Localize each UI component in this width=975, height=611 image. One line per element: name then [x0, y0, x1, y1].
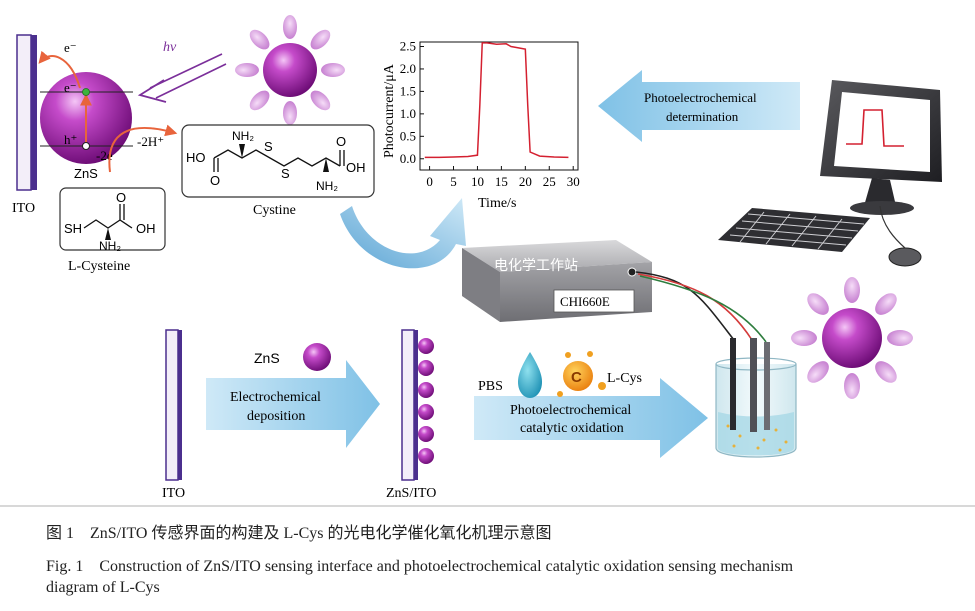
cysteine-o: O — [116, 190, 126, 205]
catalytic-line2: catalytic oxidation — [520, 421, 624, 436]
catalytic-oxidation-arrow — [474, 378, 708, 458]
zns-particle-label: ZnS — [74, 166, 98, 181]
cystine-nh2-top: NH₂ — [232, 129, 254, 143]
workstation-cn-label: 电化学工作站 — [494, 258, 578, 274]
oxidation-arrow — [108, 124, 178, 173]
workstation-model-label: CHI660E — [560, 294, 610, 309]
computer-icon — [718, 80, 942, 267]
lcys-label: L-Cys — [607, 371, 642, 386]
chart-ylabel: Photocurrent/μA — [382, 63, 397, 158]
y-tick-label: 2.0 — [400, 61, 416, 76]
cysteine-nh2: NH₂ — [99, 239, 121, 253]
cystine-o-left: O — [210, 173, 220, 188]
photocurrent-series-line — [424, 42, 569, 159]
x-tick-label: 0 — [426, 174, 433, 189]
zns-ito-electrode — [401, 329, 434, 481]
curved-arrow — [340, 198, 466, 269]
cysteine-oh: OH — [136, 221, 156, 236]
light-source-right-icon — [791, 277, 913, 399]
cystine-ho: HO — [186, 150, 206, 165]
electrochemical-deposition-arrow — [206, 360, 380, 448]
x-tick-label: 15 — [495, 174, 508, 189]
cysteine-structure — [59, 187, 166, 251]
minus-2h-label: -2H⁺ — [137, 134, 164, 149]
y-tick-label: 0.0 — [400, 151, 416, 166]
deposition-line1: Electrochemical — [230, 390, 321, 405]
deposition-line2: deposition — [247, 409, 305, 424]
hv-label: hν — [163, 40, 177, 55]
electrode-cables — [635, 271, 767, 343]
electrochemical-workstation — [462, 240, 652, 322]
cystine-oh: OH — [346, 160, 366, 175]
x-tick-label: 30 — [567, 174, 580, 189]
light-arrow — [137, 53, 227, 103]
ito-bottom-label: ITO — [162, 486, 185, 501]
y-tick-label: 1.5 — [400, 83, 416, 98]
vitamin-c-letter: C — [571, 369, 582, 386]
catalytic-line1: Photoelectrochemical — [510, 403, 631, 418]
chart-series — [424, 42, 569, 159]
pbs-label: PBS — [478, 379, 503, 394]
zns-sphere-icon — [303, 343, 331, 371]
cysteine-sh: SH — [64, 221, 82, 236]
e-minus-label: e⁻ — [64, 80, 77, 95]
electrolytic-cell — [715, 338, 797, 458]
figure-caption-en-line1: Fig. 1 Construction of ZnS/ITO sensing i… — [46, 558, 794, 575]
determination-line1: Photoelectrochemical — [644, 90, 757, 105]
zns-ito-label: ZnS/ITO — [386, 486, 436, 501]
figure-caption-cn: 图 1 ZnS/ITO 传感界面的构建及 L-Cys 的光电化学催化氧化机理示意… — [46, 525, 552, 542]
figure-caption-en-line2: diagram of L-Cys — [46, 579, 160, 596]
cystine-s1: S — [264, 139, 273, 154]
chart-frame — [419, 41, 579, 171]
cysteine-name: L-Cysteine — [68, 259, 130, 274]
x-tick-label: 20 — [519, 174, 532, 189]
h-plus-label: h⁺ — [64, 132, 77, 147]
x-tick-label: 25 — [543, 174, 556, 189]
y-tick-label: 2.5 — [400, 38, 416, 53]
cystine-structure — [181, 124, 375, 198]
electron-transfer-arrow — [38, 50, 81, 89]
y-tick-label: 0.5 — [400, 128, 416, 143]
cystine-nh2-bottom: NH₂ — [316, 179, 338, 193]
chart-ticks: 0 5 10 15 20 25 30 0.0 0.5 1.0 1.5 2.0 2.5 — [400, 38, 580, 189]
vitamin-c-icon — [557, 351, 606, 397]
cystine-s2: S — [281, 166, 290, 181]
ito-electrode-bottom — [165, 329, 182, 481]
photocurrent-chart: 0 5 10 15 20 25 30 0.0 0.5 1.0 1.5 2.0 2.5 — [400, 38, 580, 189]
cystine-o-right: O — [336, 134, 346, 149]
y-tick-label: 1.0 — [400, 106, 416, 121]
ito-top-label: ITO — [12, 201, 35, 216]
e-minus-top-label: e⁻ — [64, 40, 77, 55]
chart-xlabel: Time/s — [478, 196, 516, 211]
water-drop-icon — [518, 352, 542, 398]
zns-label: ZnS — [254, 350, 280, 366]
ito-electrode-top — [16, 34, 37, 191]
x-tick-label: 5 — [450, 174, 457, 189]
light-source-icon — [235, 15, 345, 125]
zns-particle — [40, 72, 133, 164]
x-tick-label: 10 — [471, 174, 484, 189]
determination-arrow — [598, 70, 800, 142]
determination-line2: determination — [666, 109, 739, 124]
cystine-name: Cystine — [253, 203, 296, 218]
